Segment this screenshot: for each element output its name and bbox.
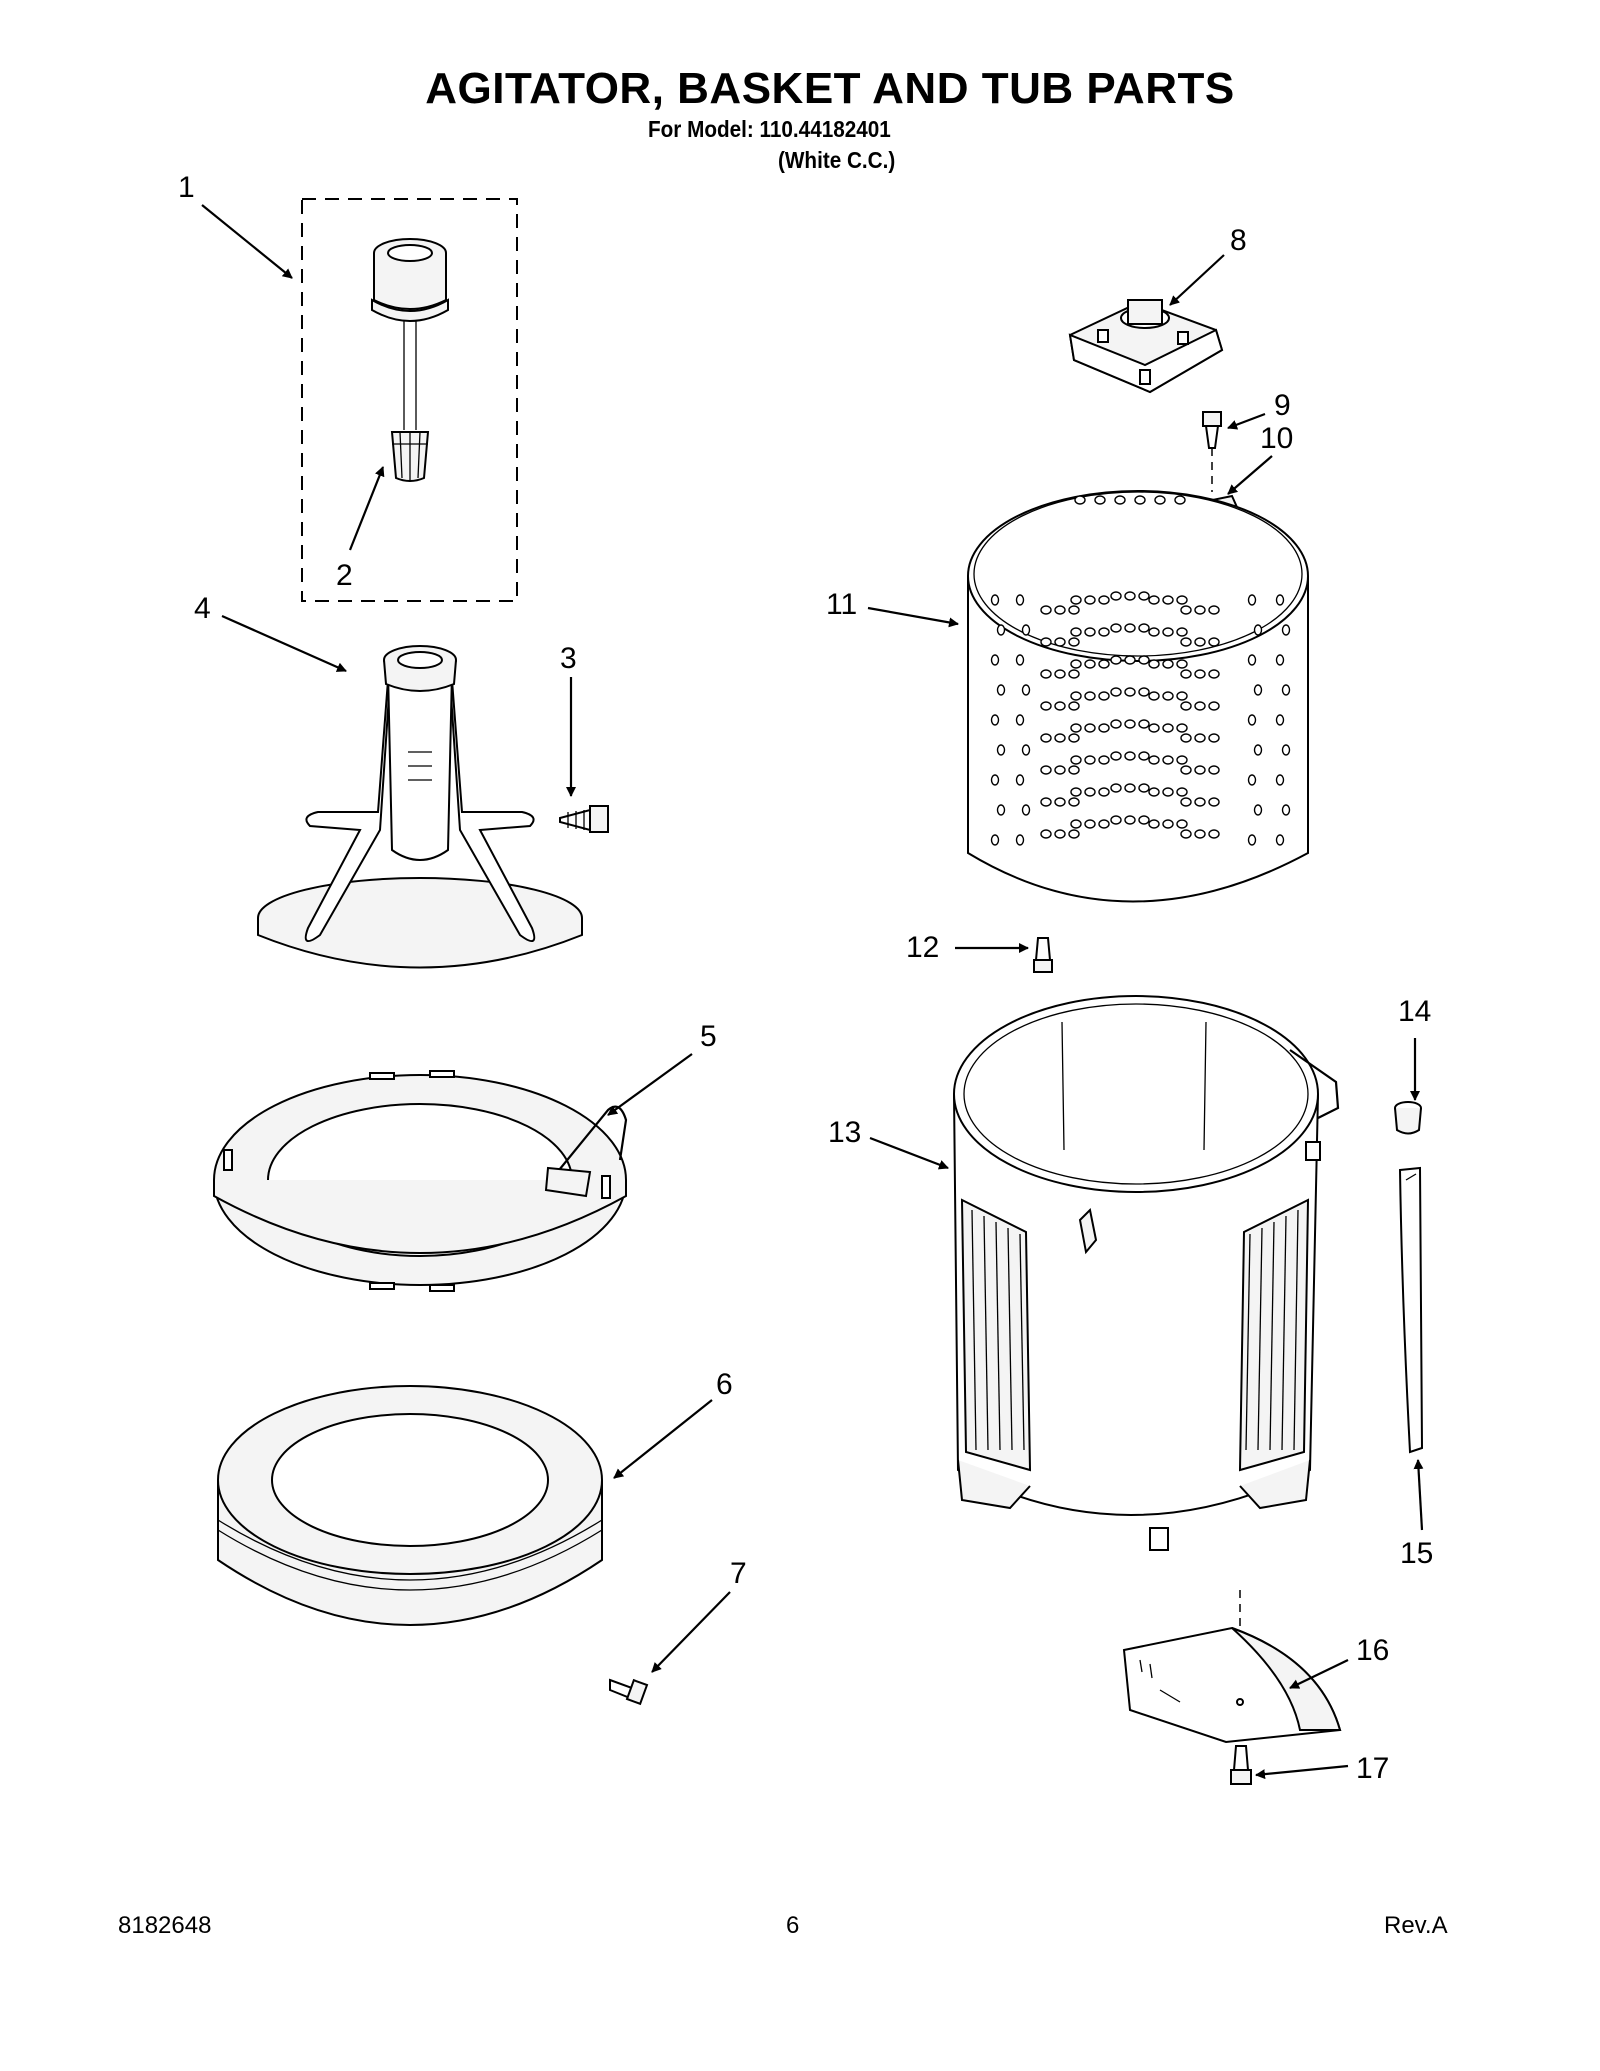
page-title: AGITATOR, BASKET AND TUB PARTS (425, 64, 1235, 113)
callout-13: 13 (828, 1116, 861, 1149)
drain-hose (1398, 1166, 1424, 1454)
tub-cover-plate (1122, 1590, 1342, 1744)
drive-hub (1068, 299, 1224, 394)
balance-ring (217, 1385, 603, 1626)
wash-basket (967, 490, 1309, 903)
revision-label: Rev.A (1384, 1912, 1448, 1939)
callout-16: 16 (1356, 1634, 1389, 1667)
tub-ribs (971, 1209, 1299, 1451)
callout-6: 6 (716, 1368, 733, 1401)
callout-7: 7 (730, 1557, 747, 1590)
callout-3: 3 (560, 642, 577, 675)
callout-4: 4 (194, 592, 211, 625)
callout-12: 12 (906, 931, 939, 964)
hub-screw (1202, 411, 1222, 492)
callout-14: 14 (1398, 995, 1431, 1028)
basket-perforations (990, 495, 1291, 846)
callout-1: 1 (178, 171, 195, 204)
callout-17: 17 (1356, 1752, 1389, 1785)
agitator-cap-assembly (301, 198, 518, 602)
document-number: 8182648 (118, 1912, 212, 1939)
model-line: For Model: 110.44182401 (648, 116, 891, 142)
callout-11: 11 (826, 588, 857, 621)
callout-5: 5 (700, 1020, 717, 1053)
page-number: 6 (786, 1912, 800, 1939)
cover-plate-screw (1230, 1745, 1252, 1785)
leader-arrows (201, 204, 1424, 1780)
callout-numbers: 1 2 3 4 5 6 7 8 9 10 11 12 13 14 15 16 1… (178, 171, 1433, 1785)
outer-tub (953, 995, 1340, 1551)
callout-2: 2 (336, 559, 353, 592)
callout-10: 10 (1260, 422, 1293, 455)
agitator-bolt (559, 805, 609, 833)
agitator (257, 645, 583, 969)
variant-line: (White C.C.) (778, 147, 896, 173)
callout-15: 15 (1400, 1537, 1433, 1570)
callout-9: 9 (1274, 389, 1291, 422)
tub-ring (213, 1070, 628, 1292)
basket-screw (1033, 937, 1053, 973)
tub-grommet (1394, 1101, 1422, 1135)
balance-ring-screw (609, 1678, 649, 1706)
callout-8: 8 (1230, 224, 1247, 257)
